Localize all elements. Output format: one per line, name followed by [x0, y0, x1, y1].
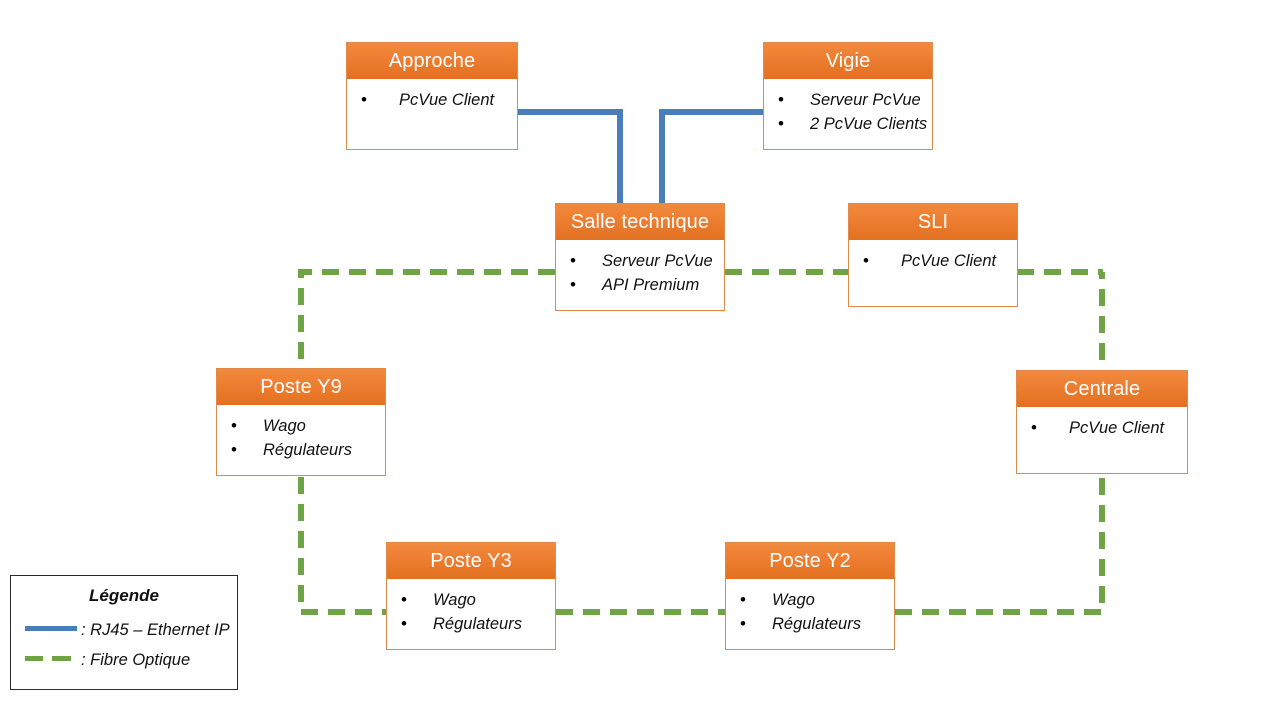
node-poste-y3-body: • Wago • Régulateurs — [387, 579, 555, 645]
list-item-label: Régulateurs — [263, 441, 352, 459]
list-item: • Régulateurs — [726, 612, 894, 636]
node-sli[interactable]: SLI • PcVue Client — [848, 203, 1018, 307]
list-item-label: Serveur PcVue — [602, 252, 713, 270]
list-item-label: Régulateurs — [433, 615, 522, 633]
node-approche-title: Approche — [347, 43, 517, 79]
node-centrale-title: Centrale — [1017, 371, 1187, 407]
bullet-icon: • — [570, 275, 576, 294]
list-item-label: Wago — [263, 417, 306, 435]
list-item-label: Régulateurs — [772, 615, 861, 633]
node-poste-y9-title: Poste Y9 — [217, 369, 385, 405]
list-item: • PcVue Client — [347, 88, 517, 112]
node-poste-y2-title: Poste Y2 — [726, 543, 894, 579]
node-poste-y9[interactable]: Poste Y9 • Wago • Régulateurs — [216, 368, 386, 476]
link-approche-salle-technique — [518, 109, 623, 208]
list-item-label: PcVue Client — [399, 91, 495, 109]
bullet-icon: • — [231, 440, 237, 459]
legend-entry-label: : RJ45 – Ethernet IP — [81, 621, 230, 639]
node-salle-technique-body: • Serveur PcVue • API Premium — [556, 240, 724, 306]
node-poste-y2-body: • Wago • Régulateurs — [726, 579, 894, 645]
node-vigie[interactable]: Vigie • Serveur PcVue • 2 PcVue Clients — [763, 42, 933, 150]
node-salle-technique[interactable]: Salle technique • Serveur PcVue • API Pr… — [555, 203, 725, 311]
node-sli-title: SLI — [849, 204, 1017, 240]
legend-entry-label: : Fibre Optique — [81, 651, 191, 669]
bullet-icon: • — [863, 251, 869, 270]
node-poste-y9-body: • Wago • Régulateurs — [217, 405, 385, 471]
bullet-icon: • — [361, 90, 367, 109]
bullet-icon: • — [778, 114, 784, 133]
bullet-icon: • — [401, 614, 407, 633]
node-centrale[interactable]: Centrale • PcVue Client — [1016, 370, 1188, 474]
node-centrale-body: • PcVue Client — [1017, 407, 1187, 449]
list-item: • Régulateurs — [217, 438, 385, 462]
bullet-icon: • — [740, 614, 746, 633]
bullet-icon: • — [231, 416, 237, 435]
list-item-label: PcVue Client — [1069, 419, 1165, 437]
node-salle-technique-title: Salle technique — [556, 204, 724, 240]
legend-panel: Légende : RJ45 – Ethernet IP : Fibre Opt… — [10, 575, 238, 690]
list-item: • PcVue Client — [1017, 416, 1187, 440]
legend-entry-fibre: : Fibre Optique — [11, 645, 237, 675]
rj45-line-swatch-icon — [25, 626, 77, 631]
list-item: • Régulateurs — [387, 612, 555, 636]
list-item: • Wago — [387, 588, 555, 612]
bullet-icon: • — [778, 90, 784, 109]
list-item: • PcVue Client — [849, 249, 1017, 273]
node-poste-y3[interactable]: Poste Y3 • Wago • Régulateurs — [386, 542, 556, 650]
list-item: • API Premium — [556, 273, 724, 297]
list-item-label: API Premium — [602, 276, 700, 294]
node-vigie-body: • Serveur PcVue • 2 PcVue Clients — [764, 79, 932, 145]
link-vigie-salle-technique — [659, 109, 763, 208]
list-item-label: Wago — [772, 591, 815, 609]
link-salle-technique-poste-y9 — [298, 269, 555, 612]
list-item: • Wago — [217, 414, 385, 438]
list-item-label: PcVue Client — [901, 252, 997, 270]
list-item-label: Serveur PcVue — [810, 91, 921, 109]
list-item-label: Wago — [433, 591, 476, 609]
list-item-label: 2 PcVue Clients — [810, 115, 928, 133]
list-item: • 2 PcVue Clients — [764, 112, 932, 136]
legend-title: Légende — [89, 586, 159, 605]
node-poste-y2[interactable]: Poste Y2 • Wago • Régulateurs — [725, 542, 895, 650]
list-item: • Wago — [726, 588, 894, 612]
bullet-icon: • — [740, 590, 746, 609]
legend-entry-rj45: : RJ45 – Ethernet IP — [11, 615, 237, 645]
bullet-icon: • — [1031, 418, 1037, 437]
bullet-icon: • — [570, 251, 576, 270]
node-poste-y3-title: Poste Y3 — [387, 543, 555, 579]
list-item: • Serveur PcVue — [556, 249, 724, 273]
list-item: • Serveur PcVue — [764, 88, 932, 112]
fibre-line-swatch-icon — [25, 656, 77, 661]
node-approche-body: • PcVue Client — [347, 79, 517, 121]
node-sli-body: • PcVue Client — [849, 240, 1017, 282]
node-approche[interactable]: Approche • PcVue Client — [346, 42, 518, 150]
bullet-icon: • — [401, 590, 407, 609]
node-vigie-title: Vigie — [764, 43, 932, 79]
